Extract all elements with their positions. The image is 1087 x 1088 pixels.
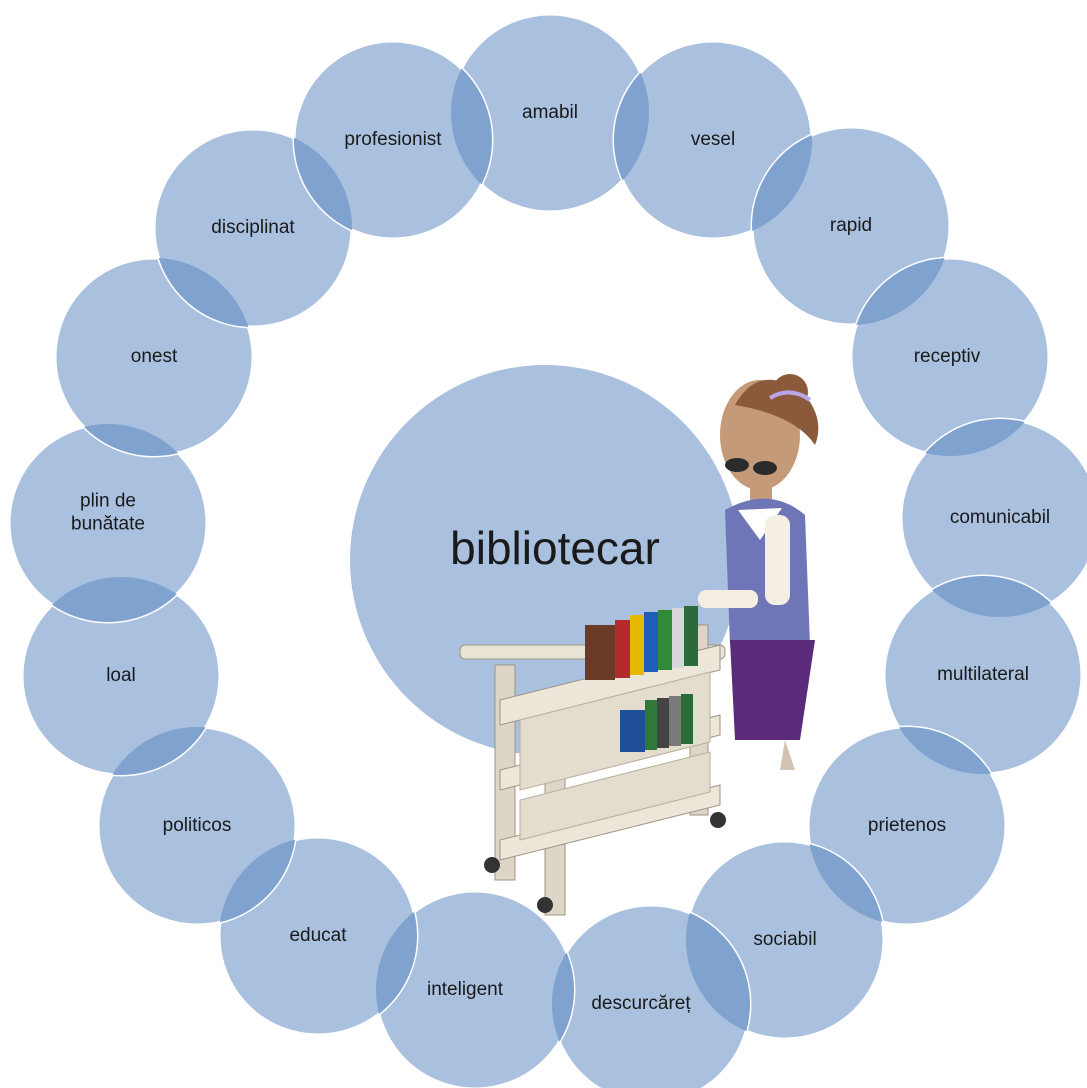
- trait-label: rapid: [830, 215, 872, 236]
- trait-label: inteligent: [427, 979, 504, 1000]
- librarian-cart-illustration: [459, 374, 819, 916]
- center-title: bibliotecar: [450, 522, 660, 574]
- trait-label: descurcăreț: [591, 993, 691, 1014]
- overlap-lens: [154, 258, 253, 327]
- trait-label: sociabil: [753, 929, 816, 950]
- labels-layer: amabil vesel rapid receptiv comunicabil multi…: [71, 102, 1050, 1014]
- trait-label: onest: [131, 346, 178, 367]
- trait-label: profesionist: [344, 129, 442, 150]
- overlap-lens: [219, 837, 296, 925]
- trait-label: amabil: [522, 102, 578, 123]
- trait-label: politicos: [163, 815, 232, 836]
- trait-label: multilateral: [937, 664, 1029, 685]
- trait-label: disciplinat: [211, 217, 295, 238]
- trait-label: comunicabil: [950, 507, 1050, 528]
- overlap-lens: [752, 127, 812, 239]
- overlap-lens: [294, 129, 352, 239]
- trait-label: prietenos: [868, 815, 946, 836]
- trait-label: loal: [106, 665, 136, 686]
- overlap-lens: [686, 905, 750, 1039]
- trait-label: educat: [289, 925, 347, 946]
- overlap-lens: [851, 258, 950, 325]
- librarian-figure-icon: [698, 374, 819, 770]
- overlaps-layer: [22, 41, 1082, 1088]
- book-cart-icon: [459, 606, 726, 916]
- trait-label: receptiv: [914, 346, 981, 367]
- trait-label: vesel: [691, 129, 735, 150]
- overlap-lens: [808, 841, 884, 925]
